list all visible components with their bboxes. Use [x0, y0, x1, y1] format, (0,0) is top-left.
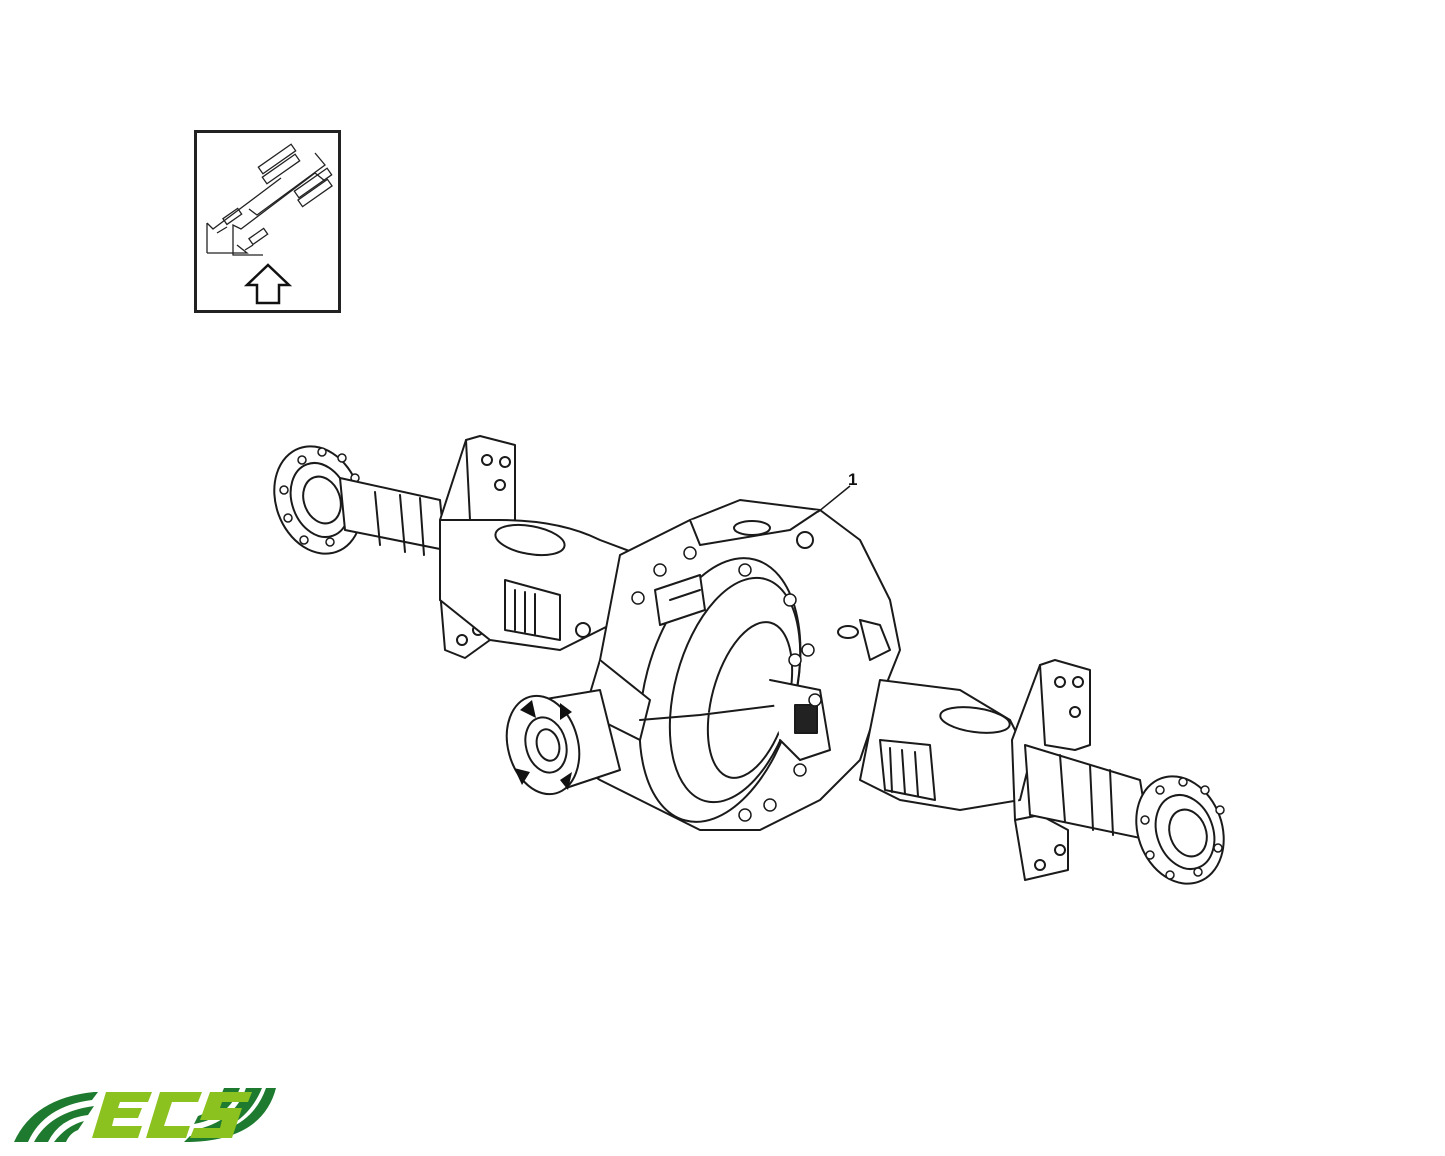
callout-number-1: 1	[848, 470, 858, 489]
locator-inset	[194, 130, 341, 313]
left-wheel-flange	[273, 445, 363, 555]
up-arrow-icon	[243, 263, 293, 305]
pinion-flange	[505, 689, 621, 796]
differential-housing	[569, 499, 901, 831]
ecs-logo	[14, 1088, 276, 1142]
vehicle-locator-icon	[206, 143, 333, 305]
right-wheel-flange	[1135, 775, 1225, 885]
right-spring-bracket	[1011, 659, 1091, 881]
callout-leader-1	[817, 485, 851, 513]
